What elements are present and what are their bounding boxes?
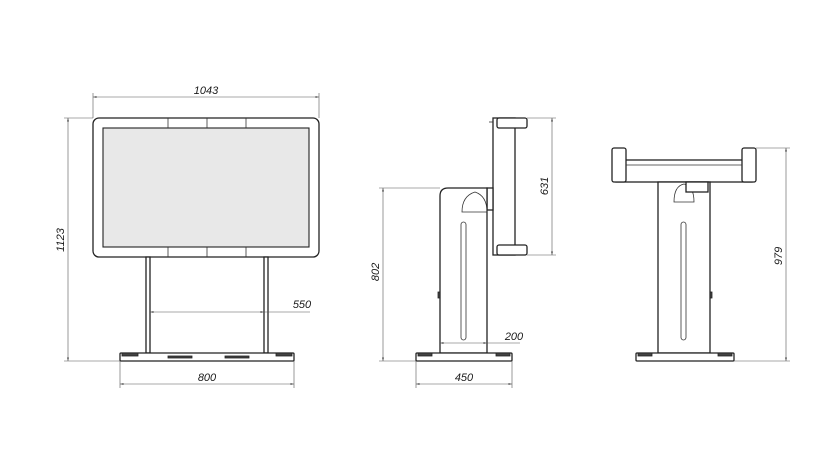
side-base-plate: [415, 352, 513, 362]
dim-side-base-depth-label: 450: [455, 372, 474, 384]
back-base-plate: [635, 352, 735, 362]
front-view: 1043 1123 550 800: [55, 85, 320, 388]
side-monitor-panel: [492, 117, 516, 256]
front-base-mark-right: [224, 355, 250, 359]
side-column-port: [437, 291, 441, 299]
back-column-port: [709, 291, 713, 299]
dim-front-base-width-label: 800: [198, 372, 217, 384]
dim-side-screen-height: 631: [527, 117, 556, 256]
dim-front-height: 1123: [55, 117, 120, 362]
dim-side-column-height: 802: [370, 187, 440, 362]
side-monitor-bottom-cap: [496, 244, 528, 256]
side-mount-bracket: [486, 187, 494, 211]
back-view: 979: [611, 147, 790, 362]
back-column-cap-curve: [673, 183, 695, 203]
front-base-foot-left: [121, 352, 139, 357]
dim-front-base-width: 800: [119, 361, 295, 388]
back-monitor-right-handle: [741, 147, 757, 183]
dim-side-column-depth-label: 200: [504, 331, 524, 343]
dim-front-width-label: 1043: [194, 85, 219, 97]
side-monitor-top-cap: [496, 117, 528, 129]
side-column-cap-curve: [461, 191, 488, 213]
dim-front-height-label: 1123: [55, 227, 67, 252]
side-base-foot-back: [495, 352, 511, 357]
dim-front-column-spacing-label: 550: [293, 299, 312, 311]
back-monitor-body: [615, 159, 753, 183]
back-column-slot: [680, 221, 687, 341]
back-column: [657, 181, 711, 354]
side-column-slot: [460, 221, 467, 341]
front-monitor-screen: [102, 127, 310, 248]
back-base-foot-left: [637, 352, 653, 357]
dim-back-total-height: 979: [734, 147, 790, 362]
dim-back-total-height-label: 979: [773, 247, 785, 265]
dim-side-column-height-label: 802: [370, 263, 382, 281]
back-base-foot-right: [717, 352, 733, 357]
dim-side-screen-height-label: 631: [539, 177, 551, 195]
dim-side-base-depth: 450: [415, 361, 513, 388]
front-base-foot-right: [275, 352, 293, 357]
side-view: 631 802 200 450: [370, 117, 556, 388]
dim-front-column-spacing: 550: [150, 299, 312, 314]
dim-side-column-depth: 200: [440, 331, 524, 345]
front-bezel-segments: [167, 118, 247, 257]
back-monitor-left-handle: [611, 147, 627, 183]
back-mount-bracket: [685, 181, 709, 193]
dim-front-width: 1043: [92, 85, 320, 118]
front-base-plate: [119, 352, 295, 362]
side-column: [439, 187, 488, 354]
front-right-column: [263, 256, 269, 354]
side-base-foot-front: [417, 352, 433, 357]
front-left-column: [145, 256, 151, 354]
front-base-mark-left: [167, 355, 193, 359]
